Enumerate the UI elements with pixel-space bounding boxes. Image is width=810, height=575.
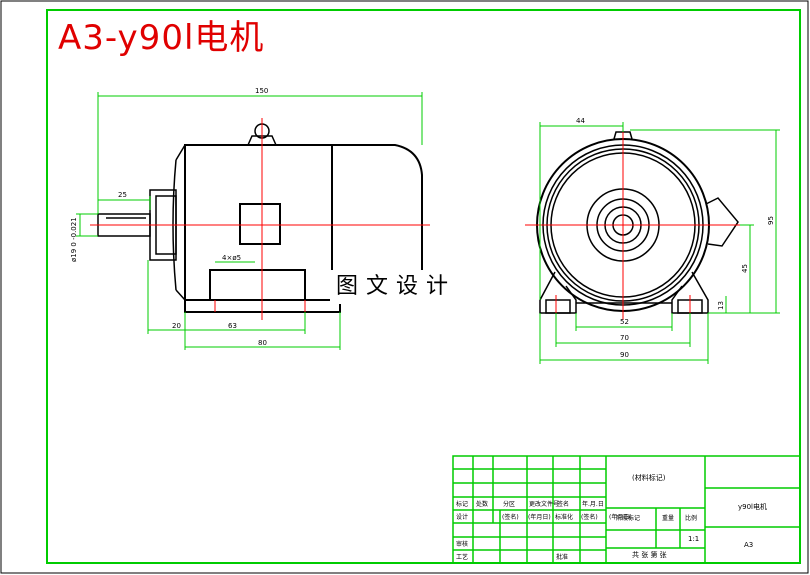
dim-side-overall: 150: [255, 87, 268, 95]
standard-label: 标准化: [555, 513, 573, 521]
title-block-texts: (材料标记) y90l电机 A3 1:1 共 张 第 张 标记 处数 分区 更改…: [456, 473, 767, 561]
stage-label: 阶段标记: [616, 514, 640, 522]
dim-side-bottom-mid: 63: [228, 322, 237, 330]
dim-front-bottom-mid: 70: [620, 334, 629, 342]
front-left-pad: [545, 299, 571, 314]
front-dimension-lines: [539, 122, 780, 364]
row-label-count: 处数: [476, 500, 488, 508]
weight-label: 重量: [662, 514, 674, 522]
sheet-count: 共 张 第 张: [632, 550, 667, 559]
dim-side-bottom-full: 80: [258, 339, 267, 347]
motor-front-step-2: [175, 289, 186, 301]
row-label-zone: 分区: [503, 500, 515, 508]
standard-sign: (签名): [581, 513, 598, 521]
motor-body-outline: [184, 144, 423, 301]
row-label-sign: 签名: [557, 500, 569, 508]
dim-side-shaft: 25: [118, 191, 127, 199]
material-mark: (材料标记): [632, 473, 666, 482]
terminal-box: [239, 203, 281, 245]
design-label: 设计: [456, 513, 468, 521]
scale-value: 1:1: [688, 535, 699, 543]
side-centerlines: [90, 118, 430, 320]
watermark-text: 图文设计: [330, 270, 486, 304]
dim-front-bottom-inner: 52: [620, 318, 629, 326]
front-view: [536, 131, 739, 314]
row-label-mark: 标记: [456, 500, 468, 508]
dim-side-diameter: ø19 0 -0.021: [70, 217, 78, 262]
motor-front-step: [175, 144, 186, 161]
dim-front-right-mid: 45: [741, 264, 749, 273]
side-view: [97, 123, 423, 313]
drawing-code: A3: [744, 541, 753, 549]
approve-label: 批准: [556, 553, 568, 561]
front-terminal-box: [705, 197, 739, 247]
dim-front-bottom-full: 90: [620, 351, 629, 359]
drawing-name: y90l电机: [738, 502, 767, 511]
front-dimension-texts: 44 95 45 13 52 70 90: [576, 117, 775, 359]
row-label-date: 年.月.日: [582, 500, 604, 508]
ratio-label: 比例: [685, 514, 697, 522]
dim-side-bottom-left: 20: [172, 322, 181, 330]
dim-front-right-small: 13: [717, 301, 725, 310]
side-dimension-texts: 150 25 ø19 0 -0.021 4×ø5 20 63 80: [70, 87, 268, 347]
dim-front-top: 44: [576, 117, 585, 125]
design-date: (年月日): [528, 513, 551, 521]
process-label: 工艺: [456, 553, 468, 561]
drawing-title: A3-y90l电机: [58, 18, 265, 58]
row-label-change: 更改文件号: [529, 500, 559, 508]
title-block-grid: [452, 455, 801, 564]
check-label: 审核: [456, 540, 468, 548]
standard-date: (年月日): [609, 513, 632, 521]
foot: [209, 269, 306, 301]
dim-side-holes: 4×ø5: [222, 254, 241, 262]
inner-frame: [46, 9, 801, 564]
side-dimension-lines: [76, 92, 423, 350]
dim-front-right-full: 95: [767, 216, 775, 225]
design-sign: (签名): [502, 513, 519, 521]
